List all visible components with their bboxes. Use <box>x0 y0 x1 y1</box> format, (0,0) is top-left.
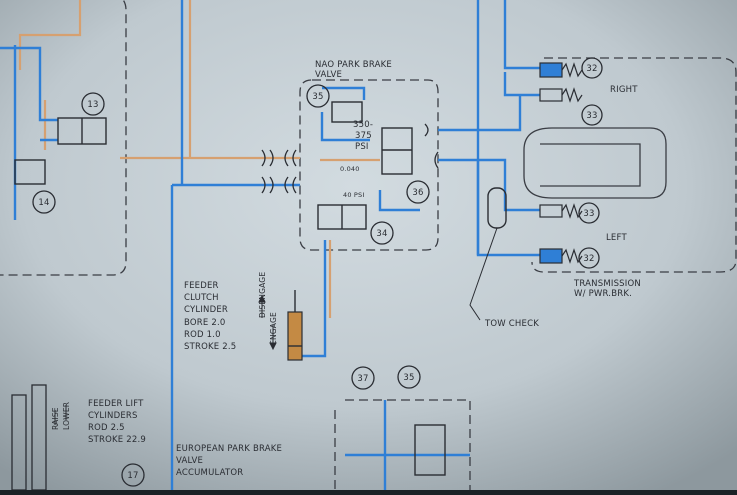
label-orifice: 0.040 <box>340 165 360 173</box>
tan-line-top <box>18 0 82 70</box>
label-psi-2: 375 <box>355 131 372 141</box>
label-euro-2: VALVE <box>176 456 203 466</box>
label-raise: RAISE <box>51 407 60 430</box>
callout-35b: 35 <box>403 373 414 383</box>
callout-35b-circle <box>397 365 421 389</box>
callout-36-circle <box>406 180 430 204</box>
label-tow-check: TOW CHECK <box>484 319 539 329</box>
engage-arrowhead <box>269 342 277 351</box>
callout-33b: 33 <box>583 209 594 219</box>
label-transmission-1: TRANSMISSION <box>573 279 641 289</box>
label-euro-1: EUROPEAN PARK BRAKE <box>176 444 282 454</box>
callout-34-circle <box>370 221 394 245</box>
feeder-clutch-cylinder <box>287 311 303 361</box>
transmission-outline <box>531 57 737 273</box>
coupling-mark-2 <box>284 149 297 167</box>
brake-spring-right-1 <box>561 62 583 78</box>
label-feeder-3: CYLINDER <box>184 305 228 315</box>
callout-17: 17 <box>127 471 138 481</box>
brake-spring-right-2 <box>561 87 583 103</box>
label-lift-3: ROD 2.5 <box>88 423 125 433</box>
callout-37-circle <box>351 366 375 390</box>
blue-line-trans-2 <box>438 158 540 212</box>
label-euro-3: ACCUMULATOR <box>176 468 243 478</box>
callout-13-circle <box>81 92 105 116</box>
label-lift-1: FEEDER LIFT <box>88 399 144 409</box>
label-engage: ENGAGE <box>269 312 278 345</box>
callout-33: 33 <box>586 111 597 121</box>
label-40psi: 40 PSI <box>343 191 365 199</box>
blue-line-to-cylinder <box>300 240 327 358</box>
blue-line-far-right <box>503 0 540 70</box>
label-left: LEFT <box>606 233 627 243</box>
blue-line-trans-1 <box>438 95 522 132</box>
coupling-mark-5 <box>424 123 439 169</box>
label-nao-2: VALVE <box>315 70 342 80</box>
callout-32b: 32 <box>583 254 594 264</box>
blue-line-left-1 <box>0 46 58 122</box>
brake-spring-left-2 <box>561 248 583 264</box>
callout-13: 13 <box>87 100 98 110</box>
label-right: RIGHT <box>610 85 638 95</box>
brake-spring-left-1 <box>561 203 583 219</box>
blue-line-valve-top <box>322 86 366 100</box>
brake-piston-right-1 <box>539 62 563 78</box>
callout-14-circle <box>32 190 56 214</box>
label-feeder-2: CLUTCH <box>184 293 219 303</box>
callout-32b-circle <box>578 247 600 269</box>
label-lift-4: STROKE 22.9 <box>88 435 146 445</box>
callout-32: 32 <box>586 64 597 74</box>
coupling-mark-4 <box>284 176 297 194</box>
callout-33b-circle <box>578 202 600 224</box>
blue-line-valve-bottom <box>378 190 420 212</box>
blue-line-valve-internal <box>320 112 370 142</box>
euro-valve-block <box>414 424 446 476</box>
callout-14: 14 <box>38 198 49 208</box>
blue-line-right-32 <box>503 72 540 97</box>
label-psi-1: 350- <box>353 120 373 130</box>
label-feeder-1: FEEDER <box>184 281 219 291</box>
tow-check-leader <box>469 227 498 321</box>
coupling-mark-3 <box>261 176 274 194</box>
european-valve-outline <box>334 399 471 490</box>
label-lift-2: CYLINDERS <box>88 411 138 421</box>
label-nao-1: NAO PARK BRAKE <box>315 60 392 70</box>
label-feeder-6: STROKE 2.5 <box>184 342 236 352</box>
coupling-mark-1 <box>261 149 274 167</box>
callout-35-circle <box>306 84 330 108</box>
label-transmission-2: W/ PWR.BRK. <box>574 289 632 299</box>
transmission-housing <box>523 127 667 199</box>
label-lower: LOWER <box>62 402 71 430</box>
disengage-arrowhead <box>258 294 266 303</box>
callout-35: 35 <box>312 92 323 102</box>
brake-piston-left-2 <box>539 248 563 264</box>
blue-line-trans-3 <box>476 160 540 257</box>
nao-valve-outline <box>299 79 439 251</box>
valve-left-block <box>14 159 46 185</box>
relief-valve-box <box>331 101 363 123</box>
label-feeder-5: ROD 1.0 <box>184 330 221 340</box>
transmission-inner <box>540 143 641 187</box>
callout-32-circle <box>581 57 603 79</box>
callout-17-circle <box>121 463 145 487</box>
callout-36: 36 <box>412 188 423 198</box>
callout-37: 37 <box>357 374 368 384</box>
callout-33-circle <box>581 104 603 126</box>
park-valve-spool <box>381 127 413 175</box>
label-psi-3: PSI <box>355 142 369 152</box>
label-disengage: DISENGAGE <box>258 272 267 318</box>
callout-34: 34 <box>376 229 387 239</box>
label-feeder-4: BORE 2.0 <box>184 318 225 328</box>
